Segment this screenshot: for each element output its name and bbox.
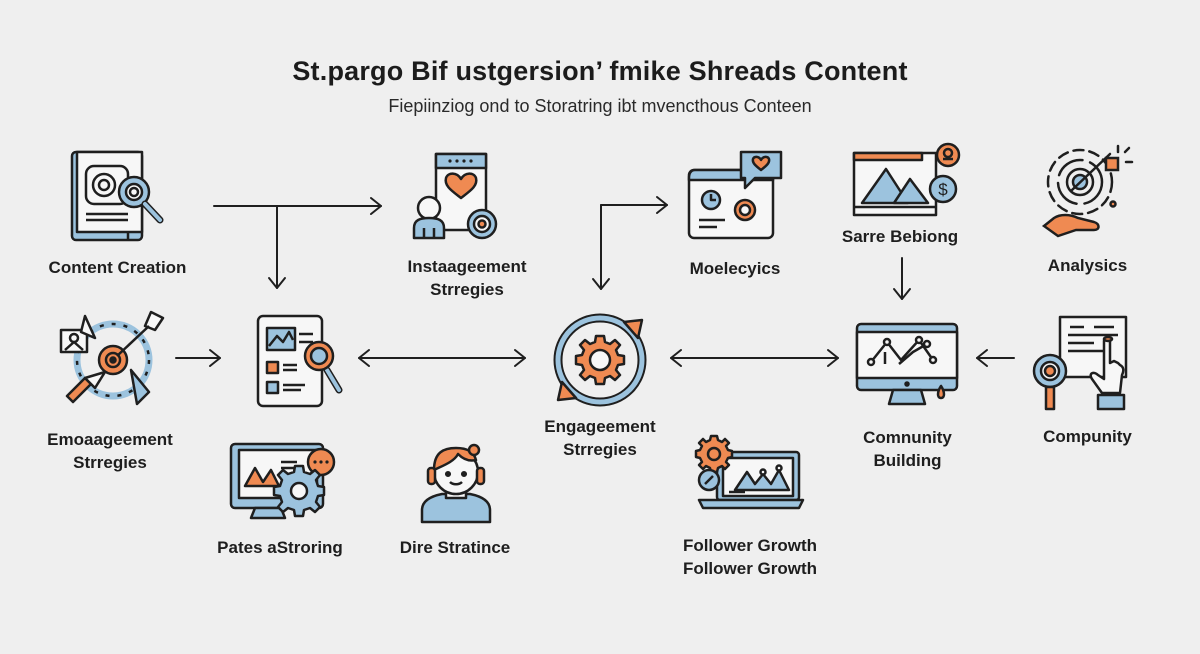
node-analysics: Analysics — [1020, 142, 1155, 282]
svg-text:$: $ — [938, 180, 948, 199]
node-label-line1: Instaageement — [407, 257, 527, 276]
node-label-line2: Strregies — [563, 440, 637, 459]
gear-cycle-icon — [553, 313, 647, 407]
document-search-icon — [256, 314, 343, 408]
hand-document-icon — [1032, 315, 1128, 411]
monitor-gear-chat-icon — [229, 442, 336, 520]
node-pates-astroring: Pates aStroring — [205, 440, 355, 560]
chart-dollar-icon: $ — [852, 142, 961, 217]
node-content-creation: Content Creation — [30, 148, 205, 278]
document-magnifier-icon — [70, 150, 164, 242]
arrow-content-to-instaagement — [213, 197, 382, 215]
arrow-emoaageement-to-document — [175, 349, 221, 367]
laptop-gear-chart-icon — [694, 434, 805, 510]
node-label-line2: Building — [873, 451, 942, 470]
node-label: Content Creation — [48, 258, 187, 277]
node-label: Pates aStroring — [217, 538, 343, 557]
node-dire-stratince: Dire Stratince — [390, 440, 520, 560]
node-label: Analysics — [1047, 256, 1128, 275]
node-label-line2: Strregies — [73, 453, 147, 472]
node-follower-growth: Follower Growth Follower Growth — [665, 432, 835, 582]
node-document-review — [255, 312, 345, 412]
node-label: Dire Stratince — [399, 538, 511, 557]
node-label-line1: Emoaageement — [47, 430, 173, 449]
node-emoaageement-strategies: Emoaageement Strregies — [35, 308, 185, 473]
arrow-content-to-document — [268, 205, 286, 289]
arrow-sarre-to-community — [893, 257, 911, 300]
diagram-subtitle: Fiepiinziog ond to Storatring ibt mvenct… — [388, 96, 812, 116]
monitor-graph-icon — [855, 322, 959, 406]
node-sarre-bebiong: $ Sarre Bebiong — [830, 142, 970, 253]
target-arrows-icon — [59, 310, 165, 406]
node-community-building: Comnunity Building — [835, 320, 980, 470]
arrow-elbow-right-to-moelecyics — [600, 196, 668, 214]
user-heart-post-icon — [412, 152, 498, 240]
browser-chat-badge-icon — [687, 150, 783, 240]
node-engagement-strategies: Engageement Strregies — [520, 312, 680, 462]
arrow-document-engagement-bidirectional — [358, 349, 526, 367]
headphone-person-icon — [420, 443, 492, 524]
node-label-line1: Comnunity — [863, 428, 952, 447]
hand-target-icon — [1041, 144, 1134, 238]
node-label: Sarre Bebiong — [841, 227, 959, 246]
node-compunity: Compunity — [1020, 313, 1155, 453]
node-label-line1: Follower Growth — [682, 536, 818, 555]
node-label-line2: Follower Growth — [682, 559, 818, 578]
node-moelecyics: Moelecyics — [660, 148, 810, 283]
diagram-title: St.pargo Bif ustgersion’ fmike Shreads C… — [292, 56, 908, 86]
node-label: Compunity — [1043, 427, 1132, 446]
node-label-line1: Engageement — [544, 417, 656, 436]
node-instaagement-strategies: Instaageement Strregies — [382, 150, 552, 300]
node-label-line2: Strregies — [430, 280, 504, 299]
node-label: Moelecyics — [689, 259, 781, 278]
arrow-compunity-to-community — [976, 349, 1015, 367]
arrow-engagement-community-bidirectional — [670, 349, 839, 367]
arrow-elbow-down — [592, 204, 610, 290]
